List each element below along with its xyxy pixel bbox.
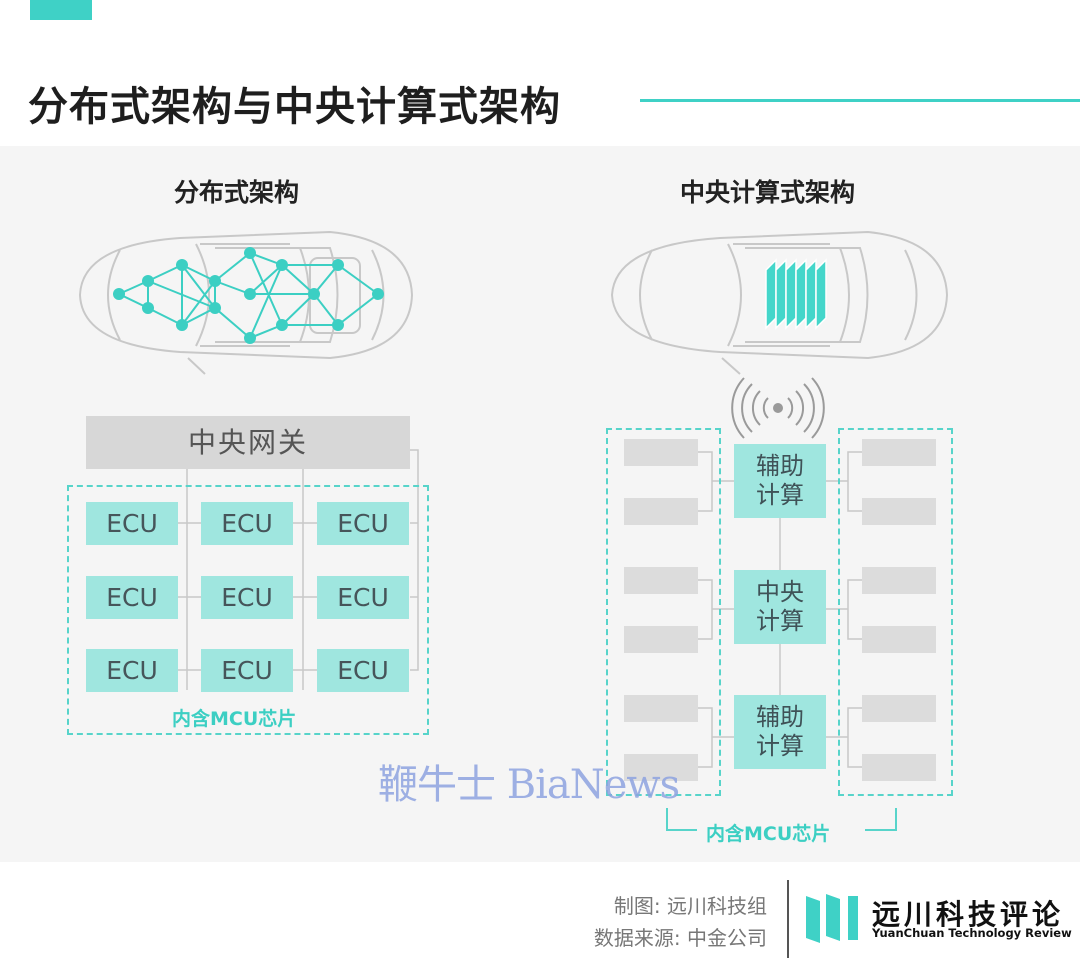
central-gateway: 中央网关 [86, 416, 410, 469]
title-rule [640, 99, 1080, 102]
ecu-box: ECU [317, 649, 409, 692]
credit-line-1: 制图: 远川科技组 [613, 894, 767, 918]
ecu-box: ECU [201, 502, 293, 545]
page-title: 分布式架构与中央计算式架构 [28, 84, 561, 130]
peripheral-block [624, 439, 698, 466]
wireless-signal-icon [731, 377, 825, 439]
right-mcu-bracket [666, 808, 897, 831]
peripheral-block [862, 567, 936, 594]
ecu-box: ECU [317, 576, 409, 619]
peripheral-block [862, 754, 936, 781]
accent-tab [30, 0, 92, 20]
peripheral-block [624, 567, 698, 594]
peripheral-block [862, 626, 936, 653]
watermark: 鞭牛士 BiaNews [378, 762, 680, 808]
peripheral-block [862, 498, 936, 525]
right-subtitle: 中央计算式架构 [680, 178, 856, 207]
left-ecu-nodes [113, 247, 384, 344]
central-compute-chips [765, 258, 827, 330]
peripheral-block [624, 754, 698, 781]
right-car-outline [610, 230, 949, 375]
ecu-box: ECU [86, 502, 178, 545]
peripheral-block [624, 626, 698, 653]
peripheral-block [862, 695, 936, 722]
aux-compute-block-bottom: 辅助 计算 [734, 695, 826, 769]
ecu-box: ECU [201, 576, 293, 619]
left-connector-lines [178, 449, 419, 690]
brand-english: YuanChuan Technology Review [872, 926, 1072, 940]
right-right-dashed-box [838, 428, 953, 796]
left-subtitle: 分布式架构 [174, 178, 300, 207]
central-compute-block: 中央 计算 [734, 570, 826, 644]
right-left-dashed-box [606, 428, 721, 796]
ecu-box: ECU [86, 649, 178, 692]
peripheral-block [624, 498, 698, 525]
ecu-box: ECU [201, 649, 293, 692]
right-mcu-label: 内含MCU芯片 [706, 823, 831, 845]
peripheral-block [624, 695, 698, 722]
aux-compute-block-top: 辅助 计算 [734, 444, 826, 518]
footer-divider [787, 880, 789, 958]
left-mcu-label: 内含MCU芯片 [172, 708, 297, 730]
right-connector-lines [698, 451, 862, 768]
peripheral-block [862, 439, 936, 466]
brand-name: 远川科技评论 [872, 898, 1065, 931]
credit-line-2: 数据来源: 中金公司 [593, 926, 767, 950]
ecu-box: ECU [317, 502, 409, 545]
left-mcu-dashed-box [67, 485, 429, 735]
ecu-box: ECU [86, 576, 178, 619]
